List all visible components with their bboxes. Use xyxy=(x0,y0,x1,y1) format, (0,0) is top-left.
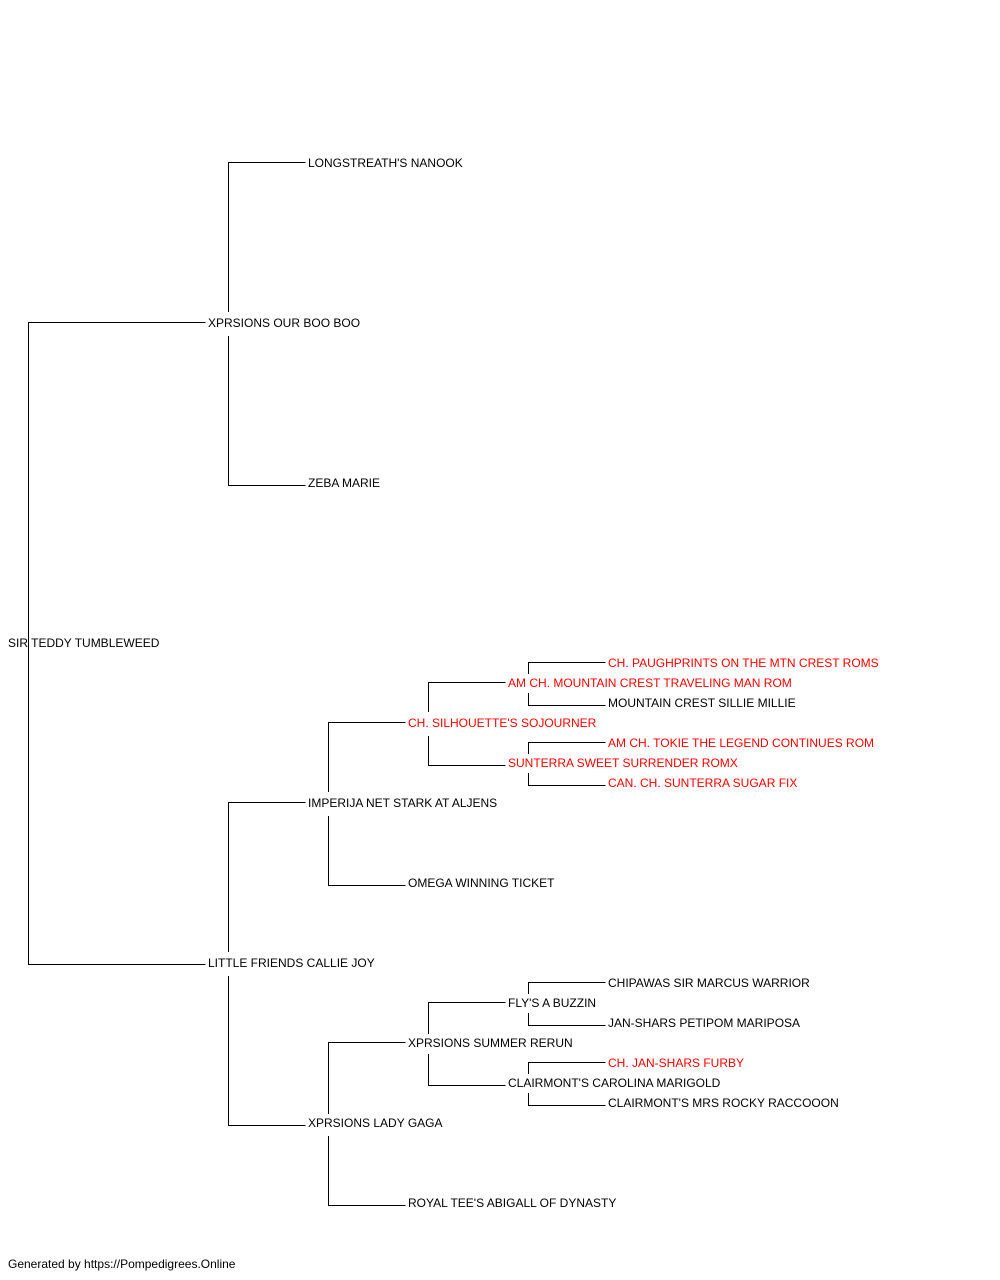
dog-name-dam: LITTLE FRIENDS CALLIE JOY xyxy=(208,956,375,970)
dog-name-dam-dam-sire-sire-dam: JAN-SHARS PETIPOM MARIPOSA xyxy=(608,1016,800,1030)
dog-name-dam-sire-sire-dam-sire: AM CH. TOKIE THE LEGEND CONTINUES ROM xyxy=(608,736,874,750)
dog-name-dam-dam-sire-dam-dam: CLAIRMONT'S MRS ROCKY RACCOOON xyxy=(608,1096,839,1110)
dog-name-dam-dam-sire-sire: FLY'S A BUZZIN xyxy=(508,996,596,1010)
dog-name-dam-sire-sire-sire-dam: MOUNTAIN CREST SILLIE MILLIE xyxy=(608,696,796,710)
dog-name-dam-sire-sire-sire-sire: CH. PAUGHPRINTS ON THE MTN CREST ROMS xyxy=(608,656,879,670)
dog-name-sire-dam: ZEBA MARIE xyxy=(308,476,380,490)
dog-name-dam-sire-sire: CH. SILHOUETTE'S SOJOURNER xyxy=(408,716,597,730)
connector-sire xyxy=(228,162,306,486)
connector-lines xyxy=(28,162,606,1206)
dog-name-dam-dam-dam: ROYAL TEE'S ABIGALL OF DYNASTY xyxy=(408,1196,616,1210)
dog-name-dam-dam-sire-dam: CLAIRMONT'S CAROLINA MARIGOLD xyxy=(508,1076,721,1090)
dog-name-subject: SIR TEDDY TUMBLEWEED xyxy=(8,636,160,650)
connector-dam-dam xyxy=(328,1042,406,1206)
connector-dam xyxy=(228,802,306,1126)
dog-names: SIR TEDDY TUMBLEWEED XPRSIONS OUR BOO BO… xyxy=(8,156,879,1210)
footer-credit: Generated by https://Pompedigrees.Online xyxy=(8,1257,236,1271)
connector-dam-sire-sire-sire xyxy=(528,662,606,706)
dog-name-dam-sire: IMPERIJA NET STARK AT ALJENS xyxy=(308,796,497,810)
dog-name-sire: XPRSIONS OUR BOO BOO xyxy=(208,316,360,330)
dog-name-dam-sire-dam: OMEGA WINNING TICKET xyxy=(408,876,555,890)
dog-name-dam-sire-sire-dam-dam: CAN. CH. SUNTERRA SUGAR FIX xyxy=(608,776,797,790)
dog-name-dam-dam: XPRSIONS LADY GAGA xyxy=(308,1116,443,1130)
dog-name-sire-sire: LONGSTREATH'S NANOOK xyxy=(308,156,463,170)
connector-dam-dam-sire-sire xyxy=(528,982,606,1026)
connector-dam-sire-sire-dam xyxy=(528,742,606,786)
dog-name-dam-sire-sire-dam: SUNTERRA SWEET SURRENDER ROMX xyxy=(508,756,738,770)
dog-name-dam-dam-sire: XPRSIONS SUMMER RERUN xyxy=(408,1036,573,1050)
connector-dam-dam-sire-dam xyxy=(528,1062,606,1106)
connector-dam-sire xyxy=(328,722,406,886)
dog-name-dam-dam-sire-sire-sire: CHIPAWAS SIR MARCUS WARRIOR xyxy=(608,976,810,990)
connector-dam-sire-sire xyxy=(428,682,506,766)
dog-name-dam-dam-sire-dam-sire: CH. JAN-SHARS FURBY xyxy=(608,1056,744,1070)
connector-subject xyxy=(28,322,206,965)
connector-dam-dam-sire xyxy=(428,1002,506,1086)
dog-name-dam-sire-sire-sire: AM CH. MOUNTAIN CREST TRAVELING MAN ROM xyxy=(508,676,792,690)
